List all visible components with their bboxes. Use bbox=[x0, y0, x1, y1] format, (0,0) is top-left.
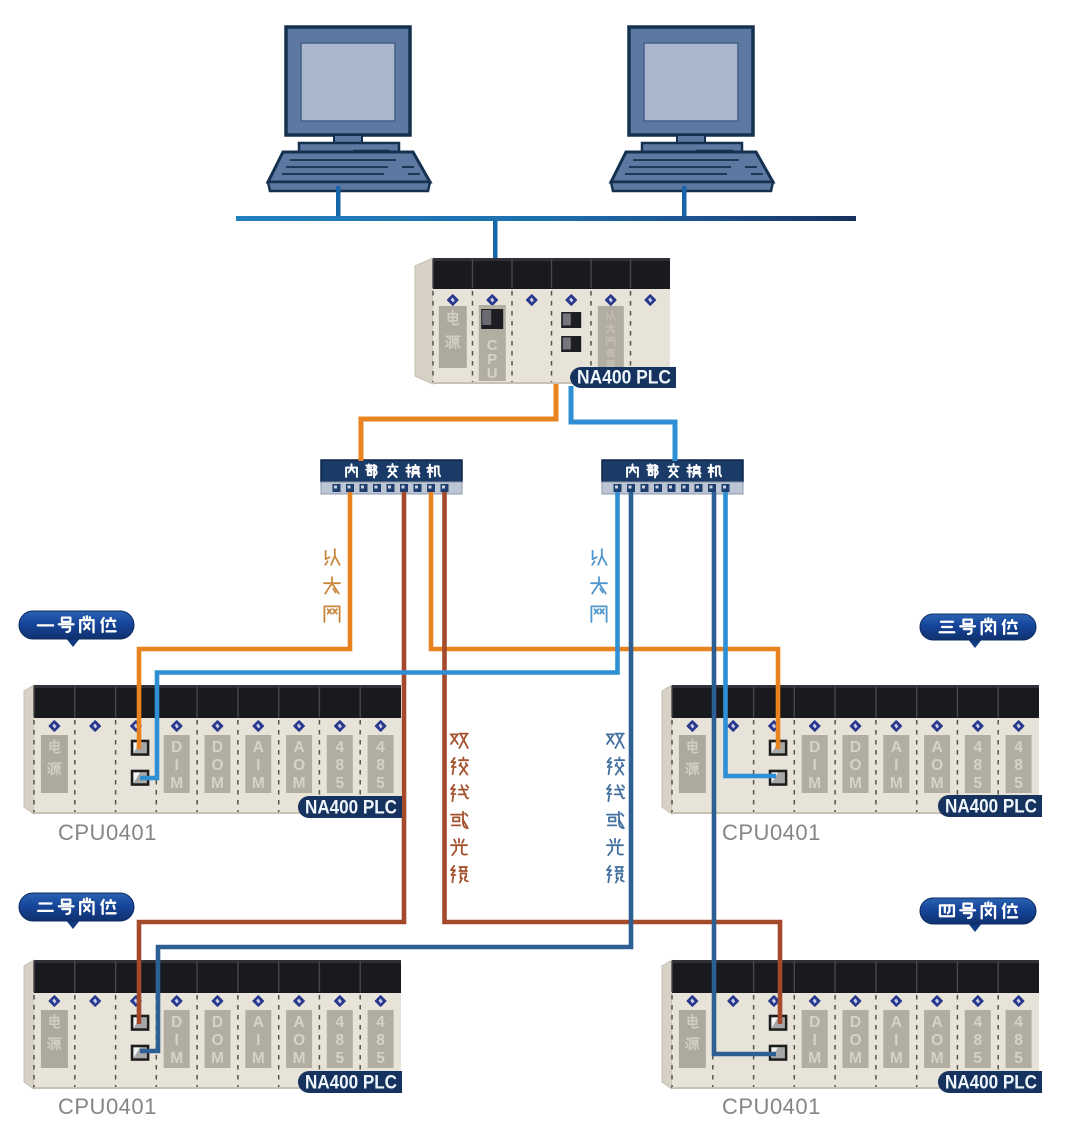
svg-text:4: 4 bbox=[335, 1014, 344, 1031]
svg-text:I: I bbox=[894, 1032, 898, 1049]
svg-text:U: U bbox=[487, 365, 498, 382]
svg-text:8: 8 bbox=[973, 757, 982, 774]
svg-text:M: M bbox=[211, 775, 224, 792]
svg-text:O: O bbox=[211, 1032, 223, 1049]
svg-text:NA400 PLC: NA400 PLC bbox=[945, 796, 1037, 818]
svg-text:8: 8 bbox=[376, 1032, 385, 1049]
svg-text:8: 8 bbox=[376, 757, 385, 774]
svg-text:4: 4 bbox=[376, 1014, 385, 1031]
svg-text:4: 4 bbox=[973, 739, 982, 756]
svg-text:CPU0401: CPU0401 bbox=[58, 820, 157, 845]
svg-text:A: A bbox=[891, 1014, 902, 1031]
svg-text:M: M bbox=[890, 1050, 903, 1067]
svg-text:A: A bbox=[931, 1014, 942, 1031]
svg-text:4: 4 bbox=[335, 739, 344, 756]
svg-text:8: 8 bbox=[335, 1032, 344, 1049]
svg-text:I: I bbox=[175, 1032, 179, 1049]
svg-text:M: M bbox=[293, 775, 306, 792]
svg-text:A: A bbox=[253, 1014, 264, 1031]
svg-text:5: 5 bbox=[335, 1050, 344, 1067]
svg-text:M: M bbox=[170, 1050, 183, 1067]
svg-text:M: M bbox=[808, 1050, 821, 1067]
svg-text:I: I bbox=[256, 1032, 260, 1049]
svg-text:C: C bbox=[487, 337, 498, 354]
svg-text:M: M bbox=[890, 775, 903, 792]
svg-text:O: O bbox=[293, 1032, 305, 1049]
svg-text:O: O bbox=[293, 757, 305, 774]
svg-text:NA400 PLC: NA400 PLC bbox=[305, 1072, 397, 1094]
svg-text:4: 4 bbox=[1014, 1014, 1023, 1031]
svg-text:4: 4 bbox=[973, 1014, 982, 1031]
svg-text:NA400 PLC: NA400 PLC bbox=[577, 367, 671, 389]
svg-text:5: 5 bbox=[376, 775, 385, 792]
svg-text:NA400 PLC: NA400 PLC bbox=[945, 1072, 1037, 1094]
svg-text:5: 5 bbox=[335, 775, 344, 792]
svg-text:A: A bbox=[891, 739, 902, 756]
svg-text:8: 8 bbox=[973, 1032, 982, 1049]
svg-text:M: M bbox=[808, 775, 821, 792]
svg-text:D: D bbox=[212, 1014, 223, 1031]
svg-text:5: 5 bbox=[1014, 775, 1023, 792]
svg-text:O: O bbox=[931, 757, 943, 774]
svg-text:D: D bbox=[850, 739, 861, 756]
svg-text:M: M bbox=[252, 1050, 265, 1067]
svg-text:I: I bbox=[894, 757, 898, 774]
svg-text:D: D bbox=[809, 739, 820, 756]
svg-text:A: A bbox=[931, 739, 942, 756]
svg-text:M: M bbox=[170, 775, 183, 792]
svg-text:O: O bbox=[211, 757, 223, 774]
svg-text:5: 5 bbox=[973, 775, 982, 792]
svg-text:5: 5 bbox=[973, 1050, 982, 1067]
svg-text:4: 4 bbox=[376, 739, 385, 756]
svg-text:M: M bbox=[849, 775, 862, 792]
svg-text:M: M bbox=[849, 1050, 862, 1067]
svg-text:5: 5 bbox=[1014, 1050, 1023, 1067]
svg-text:8: 8 bbox=[1014, 757, 1023, 774]
svg-text:M: M bbox=[931, 775, 944, 792]
svg-text:D: D bbox=[171, 1014, 182, 1031]
svg-text:A: A bbox=[253, 739, 264, 756]
svg-text:O: O bbox=[849, 1032, 861, 1049]
svg-text:I: I bbox=[256, 757, 260, 774]
svg-text:D: D bbox=[850, 1014, 861, 1031]
svg-text:D: D bbox=[171, 739, 182, 756]
svg-text:O: O bbox=[849, 757, 861, 774]
svg-text:8: 8 bbox=[335, 757, 344, 774]
svg-text:A: A bbox=[293, 739, 304, 756]
svg-text:M: M bbox=[252, 775, 265, 792]
svg-text:D: D bbox=[809, 1014, 820, 1031]
svg-text:I: I bbox=[813, 1032, 817, 1049]
svg-text:A: A bbox=[293, 1014, 304, 1031]
svg-text:4: 4 bbox=[1014, 739, 1023, 756]
svg-text:D: D bbox=[212, 739, 223, 756]
svg-text:NA400 PLC: NA400 PLC bbox=[305, 797, 397, 819]
svg-text:CPU0401: CPU0401 bbox=[722, 820, 821, 845]
svg-text:M: M bbox=[293, 1050, 306, 1067]
svg-text:CPU0401: CPU0401 bbox=[722, 1094, 821, 1119]
svg-text:CPU0401: CPU0401 bbox=[58, 1094, 157, 1119]
svg-text:M: M bbox=[211, 1050, 224, 1067]
svg-text:M: M bbox=[931, 1050, 944, 1067]
svg-text:5: 5 bbox=[376, 1050, 385, 1067]
svg-text:8: 8 bbox=[1014, 1032, 1023, 1049]
svg-text:O: O bbox=[931, 1032, 943, 1049]
svg-text:I: I bbox=[813, 757, 817, 774]
svg-text:I: I bbox=[175, 757, 179, 774]
svg-text:P: P bbox=[487, 351, 497, 368]
